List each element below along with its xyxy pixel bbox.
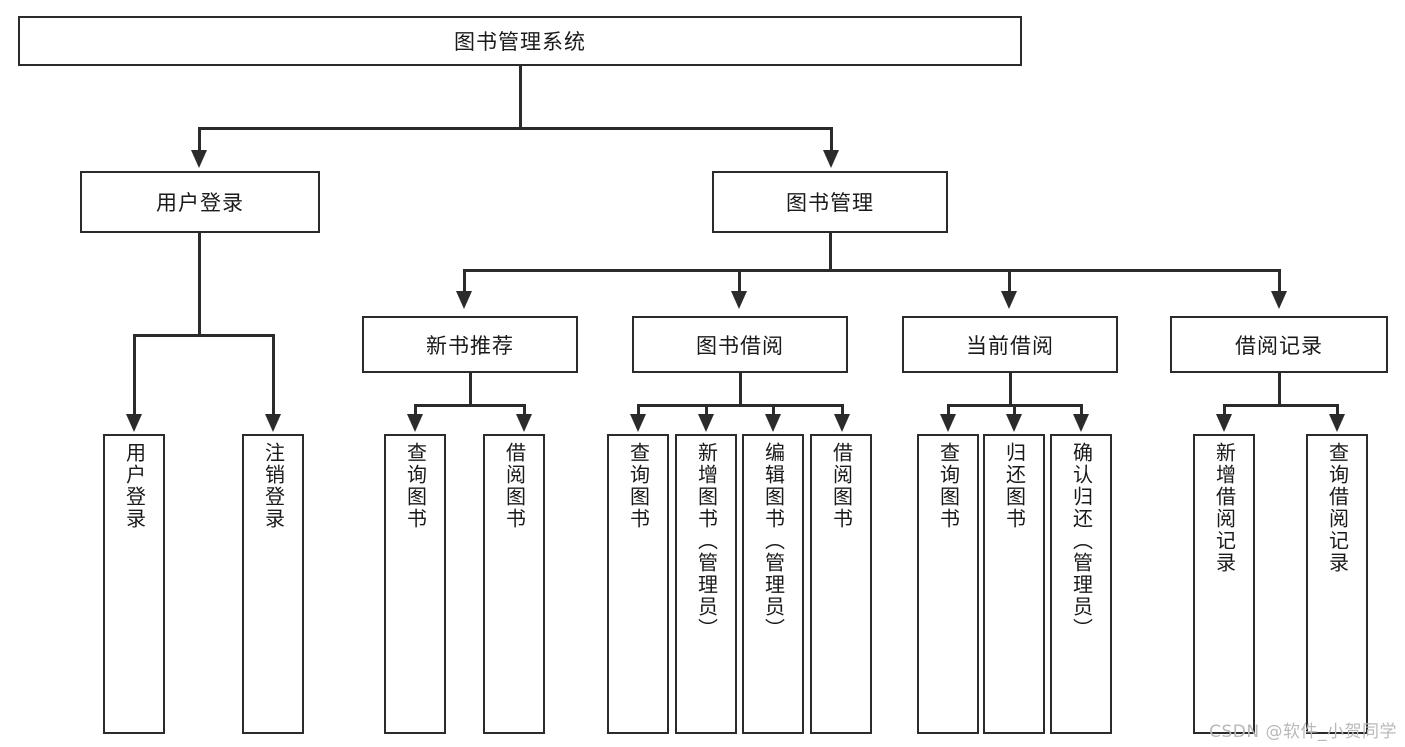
edge-bm-to-borrow-record xyxy=(1278,269,1281,293)
watermark-csdn: CSDN @软件_小贺同学 xyxy=(1209,722,1397,742)
node-root-book-management-system[interactable]: 图书管理系统 xyxy=(18,16,1022,66)
leaf-label: 查询图书 xyxy=(403,442,428,530)
edge-user-login-to-leaf-2 xyxy=(272,334,275,416)
edge-user-login-stem xyxy=(198,233,201,336)
leaf-borrow-record-add-record[interactable]: 新增借阅记录 xyxy=(1193,434,1255,734)
arrow-bm-to-new-book xyxy=(456,291,472,309)
edge-cb-to-leaf-1 xyxy=(947,404,950,416)
node-label: 用户登录 xyxy=(156,191,244,215)
node-label: 图书管理系统 xyxy=(454,30,586,54)
edge-bb-to-leaf-3 xyxy=(772,404,775,416)
arrow-br-to-leaf-2 xyxy=(1329,414,1345,432)
arrow-root-to-user-login xyxy=(191,150,207,168)
arrow-bm-to-book-borrow xyxy=(731,291,747,309)
edge-new-book-to-leaf-2 xyxy=(523,404,526,416)
arrow-bb-to-leaf-3 xyxy=(765,414,781,432)
node-label: 新书推荐 xyxy=(426,333,514,358)
edge-borrow-record-bus xyxy=(1223,404,1339,407)
leaf-label: 查询图书 xyxy=(936,442,961,530)
edge-cb-to-leaf-3 xyxy=(1080,404,1083,416)
edge-br-to-leaf-1 xyxy=(1223,404,1226,416)
arrow-user-login-to-leaf-1 xyxy=(126,414,142,432)
edge-new-book-to-leaf-1 xyxy=(414,404,417,416)
leaf-label: 查询借阅记录 xyxy=(1325,442,1350,574)
leaf-label: 借阅图书 xyxy=(502,442,527,530)
arrow-new-book-to-leaf-2 xyxy=(516,414,532,432)
edge-new-book-bus xyxy=(414,404,526,407)
node-borrow-record[interactable]: 借阅记录 xyxy=(1170,316,1388,373)
arrow-bb-to-leaf-2 xyxy=(698,414,714,432)
arrow-cb-to-leaf-3 xyxy=(1073,414,1089,432)
arrow-root-to-book-management xyxy=(823,150,839,168)
leaf-user-login-logout[interactable]: 注销登录 xyxy=(242,434,304,734)
leaf-label: 借阅图书 xyxy=(829,442,854,530)
leaf-label: 编辑图书（管理员） xyxy=(761,442,786,640)
arrow-bb-to-leaf-4 xyxy=(834,414,850,432)
arrow-br-to-leaf-1 xyxy=(1216,414,1232,432)
node-new-book-recommend[interactable]: 新书推荐 xyxy=(362,316,578,373)
leaf-label: 确认归还（管理员） xyxy=(1069,442,1094,640)
edge-book-borrow-bus xyxy=(637,404,844,407)
node-book-management[interactable]: 图书管理 xyxy=(712,171,948,233)
arrow-bb-to-leaf-1 xyxy=(630,414,646,432)
arrow-cb-to-leaf-2 xyxy=(1006,414,1022,432)
leaf-label: 用户登录 xyxy=(122,442,147,530)
edge-root-bus xyxy=(198,127,832,130)
arrow-bm-to-current-borrow xyxy=(1001,291,1017,309)
edge-user-login-to-leaf-1 xyxy=(133,334,136,416)
edge-cb-to-leaf-2 xyxy=(1013,404,1016,416)
edge-bb-to-leaf-4 xyxy=(841,404,844,416)
leaf-label: 归还图书 xyxy=(1002,442,1027,530)
leaf-label: 注销登录 xyxy=(261,442,286,530)
node-user-login[interactable]: 用户登录 xyxy=(80,171,320,233)
edge-user-login-bus xyxy=(133,334,275,337)
arrow-user-login-to-leaf-2 xyxy=(265,414,281,432)
node-book-borrow[interactable]: 图书借阅 xyxy=(632,316,848,373)
edge-root-stem xyxy=(519,66,522,129)
leaf-current-borrow-query-book[interactable]: 查询图书 xyxy=(917,434,979,734)
node-label: 当前借阅 xyxy=(966,333,1054,358)
edge-bb-to-leaf-2 xyxy=(705,404,708,416)
edge-borrow-record-stem xyxy=(1278,373,1281,406)
edge-root-to-user-login xyxy=(198,127,201,153)
leaf-new-book-borrow-book[interactable]: 借阅图书 xyxy=(483,434,545,734)
leaf-current-borrow-return-book[interactable]: 归还图书 xyxy=(983,434,1045,734)
leaf-label: 查询图书 xyxy=(626,442,651,530)
node-label: 图书借阅 xyxy=(696,333,784,358)
node-current-borrow[interactable]: 当前借阅 xyxy=(902,316,1118,373)
leaf-book-borrow-borrow-book[interactable]: 借阅图书 xyxy=(810,434,872,734)
leaf-label: 新增借阅记录 xyxy=(1212,442,1237,574)
edge-bm-to-new-book xyxy=(463,269,466,293)
edge-book-management-stem xyxy=(829,233,832,271)
leaf-user-login-login[interactable]: 用户登录 xyxy=(103,434,165,734)
edge-book-borrow-stem xyxy=(739,373,742,406)
edge-bb-to-leaf-1 xyxy=(637,404,640,416)
leaf-book-borrow-add-book-admin[interactable]: 新增图书（管理员） xyxy=(675,434,737,734)
leaf-label: 新增图书（管理员） xyxy=(694,442,719,640)
arrow-bm-to-borrow-record xyxy=(1271,291,1287,309)
leaf-book-borrow-edit-book-admin[interactable]: 编辑图书（管理员） xyxy=(742,434,804,734)
arrow-new-book-to-leaf-1 xyxy=(407,414,423,432)
edge-bm-to-book-borrow xyxy=(738,269,741,293)
arrow-cb-to-leaf-1 xyxy=(940,414,956,432)
node-label: 图书管理 xyxy=(786,191,874,215)
edge-book-management-bus xyxy=(463,269,1281,272)
leaf-book-borrow-query-book[interactable]: 查询图书 xyxy=(607,434,669,734)
leaf-current-borrow-confirm-return-admin[interactable]: 确认归还（管理员） xyxy=(1050,434,1112,734)
leaf-borrow-record-query-record[interactable]: 查询借阅记录 xyxy=(1306,434,1368,734)
edge-new-book-stem xyxy=(469,373,472,406)
node-label: 借阅记录 xyxy=(1235,333,1323,358)
edge-br-to-leaf-2 xyxy=(1336,404,1339,416)
leaf-new-book-query-book[interactable]: 查询图书 xyxy=(384,434,446,734)
edge-current-borrow-stem xyxy=(1009,373,1012,406)
edge-root-to-book-management xyxy=(830,127,833,153)
edge-bm-to-current-borrow xyxy=(1008,269,1011,293)
